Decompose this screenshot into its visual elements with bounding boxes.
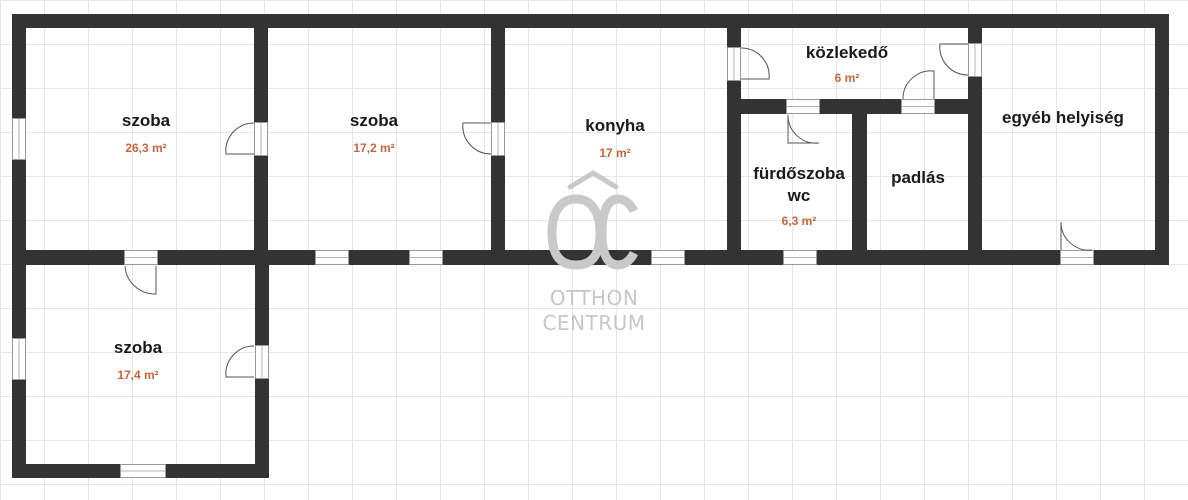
otthon-centrum-logo-icon <box>547 170 639 270</box>
window <box>901 99 935 114</box>
window <box>409 250 443 265</box>
door-swing-icon <box>124 265 157 295</box>
room-label-egyeb: egyéb helyiség <box>1002 107 1124 129</box>
watermark-line-2: CENTRUM <box>542 311 646 335</box>
room-label-szoba-2: szoba 17,2 m² <box>350 110 398 156</box>
window <box>727 47 741 81</box>
room-area: 17,2 m² <box>353 141 395 155</box>
door-swing-icon <box>1060 221 1093 251</box>
door-swing-icon <box>740 47 770 80</box>
room-label-szoba-1: szoba 26,3 m² <box>122 110 170 156</box>
room-name: szoba <box>121 111 171 130</box>
door-swing-icon <box>939 43 969 76</box>
window <box>1060 250 1094 265</box>
window <box>783 250 817 265</box>
room-label-szoba-3: szoba 17,4 m² <box>114 337 162 383</box>
door-swing-icon <box>902 70 935 100</box>
room-area: 17 m² <box>599 146 631 160</box>
watermark-line-1: OTTHON <box>549 286 639 310</box>
room-name: egyéb helyiség <box>1002 108 1124 127</box>
window <box>786 99 820 114</box>
room-label-konyha: konyha 17 m² <box>585 115 645 161</box>
room-area: 26,3 m² <box>125 141 167 155</box>
window <box>120 464 166 478</box>
room-name: szoba <box>113 338 163 357</box>
room-label-padlas: padlás <box>891 167 945 189</box>
watermark-text: OTTHON CENTRUM <box>542 286 645 336</box>
window <box>968 43 982 77</box>
wall-left <box>12 14 26 478</box>
room-label-furdoszoba: fürdőszoba wc 6,3 m² <box>753 163 845 229</box>
door-swing-icon <box>225 122 255 155</box>
room-area: 6 m² <box>834 71 860 85</box>
window <box>491 122 505 156</box>
window <box>255 345 269 379</box>
window <box>651 250 685 265</box>
room-name: fürdőszoba <box>753 164 845 183</box>
wall-furdo-padlas <box>852 99 867 265</box>
room-name: konyha <box>585 116 645 135</box>
room-label-kozlekedo: közlekedő 6 m² <box>806 42 888 86</box>
wall-top <box>12 14 1169 28</box>
room-name: padlás <box>891 168 945 187</box>
door-swing-icon <box>787 114 820 144</box>
window <box>315 250 349 265</box>
wall-right <box>1155 14 1169 265</box>
room-name: közlekedő <box>805 43 889 62</box>
door-swing-icon <box>462 122 492 155</box>
door-swing-icon <box>225 345 255 378</box>
room-area: 17,4 m² <box>117 368 159 382</box>
window <box>124 250 158 265</box>
room-name-2: wc <box>787 186 811 205</box>
window <box>12 338 26 380</box>
wall-bottom-long <box>255 250 1169 265</box>
room-name: szoba <box>349 111 399 130</box>
window <box>12 118 26 160</box>
window <box>254 122 268 156</box>
room-area: 6,3 m² <box>781 214 817 228</box>
